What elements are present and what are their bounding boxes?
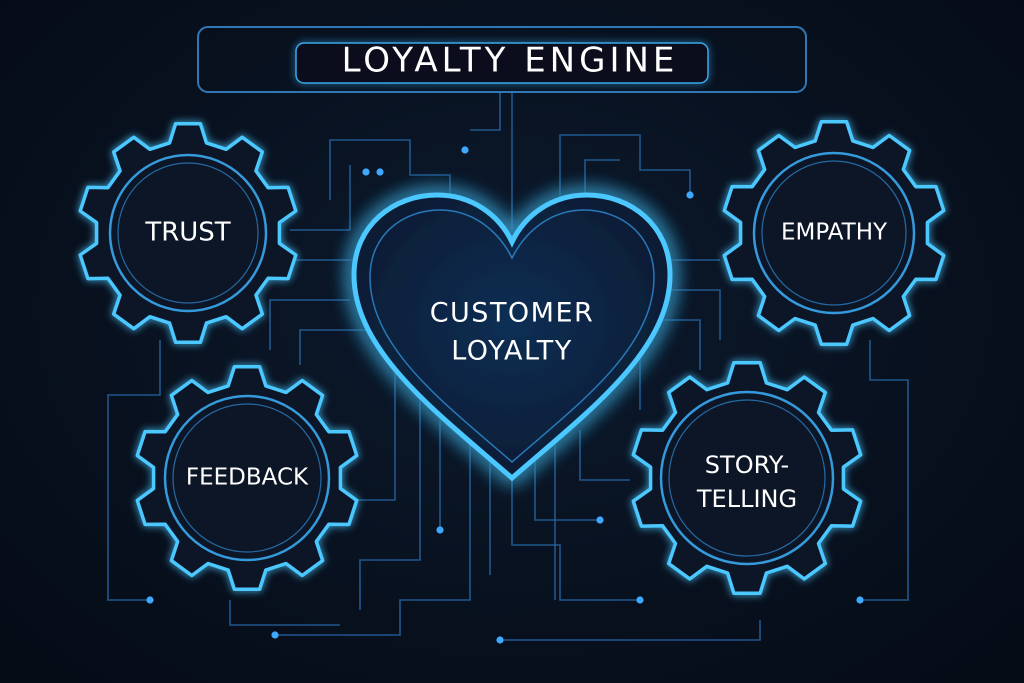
circuit-trace bbox=[860, 340, 909, 601]
center-label-line2: LOYALTY bbox=[451, 336, 573, 367]
gear-empathy bbox=[722, 119, 946, 347]
circuit-trace bbox=[511, 478, 640, 601]
gear-ring-outer bbox=[659, 390, 835, 566]
circuit-trace bbox=[670, 289, 721, 340]
gear-trust bbox=[78, 121, 298, 345]
circuit-trace bbox=[269, 299, 350, 350]
circuit-node bbox=[596, 516, 604, 524]
title-text: LOYALTY ENGINE bbox=[342, 41, 679, 81]
circuit-node bbox=[856, 596, 864, 604]
circuit-node bbox=[362, 168, 370, 176]
circuit-trace bbox=[470, 92, 501, 131]
gear-icon bbox=[135, 364, 359, 592]
gear-icon bbox=[631, 360, 863, 596]
circuit-node bbox=[496, 636, 504, 644]
gear-label-storytelling-line2: TELLING bbox=[696, 485, 797, 513]
center-heart: CUSTOMER LOYALTY bbox=[351, 192, 673, 482]
gear-icon bbox=[722, 119, 946, 347]
title-banner: LOYALTY ENGINE bbox=[197, 26, 807, 93]
circuit-trace bbox=[299, 329, 370, 365]
circuit-node bbox=[461, 146, 469, 154]
circuit-trace bbox=[579, 430, 630, 481]
circuit-trace bbox=[534, 460, 600, 521]
circuit-trace bbox=[329, 139, 451, 230]
gear-ring-inner bbox=[117, 162, 259, 304]
gear-label-storytelling-line1: STORY- bbox=[705, 451, 789, 479]
gear-feedback bbox=[135, 364, 359, 592]
gear-label-feedback: FEEDBACK bbox=[186, 465, 309, 491]
circuit-node bbox=[271, 631, 279, 639]
circuit-node bbox=[636, 596, 644, 604]
gear-label-empathy: EMPATHY bbox=[781, 220, 888, 246]
gear-storytelling bbox=[631, 360, 863, 596]
gear-ring-inner bbox=[668, 399, 826, 557]
circuit-node bbox=[146, 596, 154, 604]
circuit-trace bbox=[359, 400, 421, 610]
circuit-trace bbox=[275, 440, 471, 636]
gear-ring-inner bbox=[172, 403, 322, 553]
gear-ring-outer bbox=[108, 153, 268, 313]
circuit-trace bbox=[559, 134, 691, 230]
gear-label-trust: TRUST bbox=[144, 218, 230, 248]
circuit-trace bbox=[655, 319, 701, 370]
heart-icon bbox=[351, 192, 673, 482]
circuit-node bbox=[436, 526, 444, 534]
circuit-node bbox=[376, 168, 384, 176]
circuit-trace bbox=[500, 620, 761, 641]
gear-ring-outer bbox=[752, 151, 916, 315]
gear-ring-outer bbox=[163, 394, 331, 562]
circuit-node bbox=[686, 191, 694, 199]
center-label-line1: CUSTOMER bbox=[430, 298, 595, 329]
gear-ring-inner bbox=[761, 160, 907, 306]
gears-group bbox=[78, 119, 946, 596]
circuit-trace bbox=[290, 165, 351, 231]
circuit-trace bbox=[107, 340, 161, 601]
circuit-trace bbox=[229, 600, 340, 626]
